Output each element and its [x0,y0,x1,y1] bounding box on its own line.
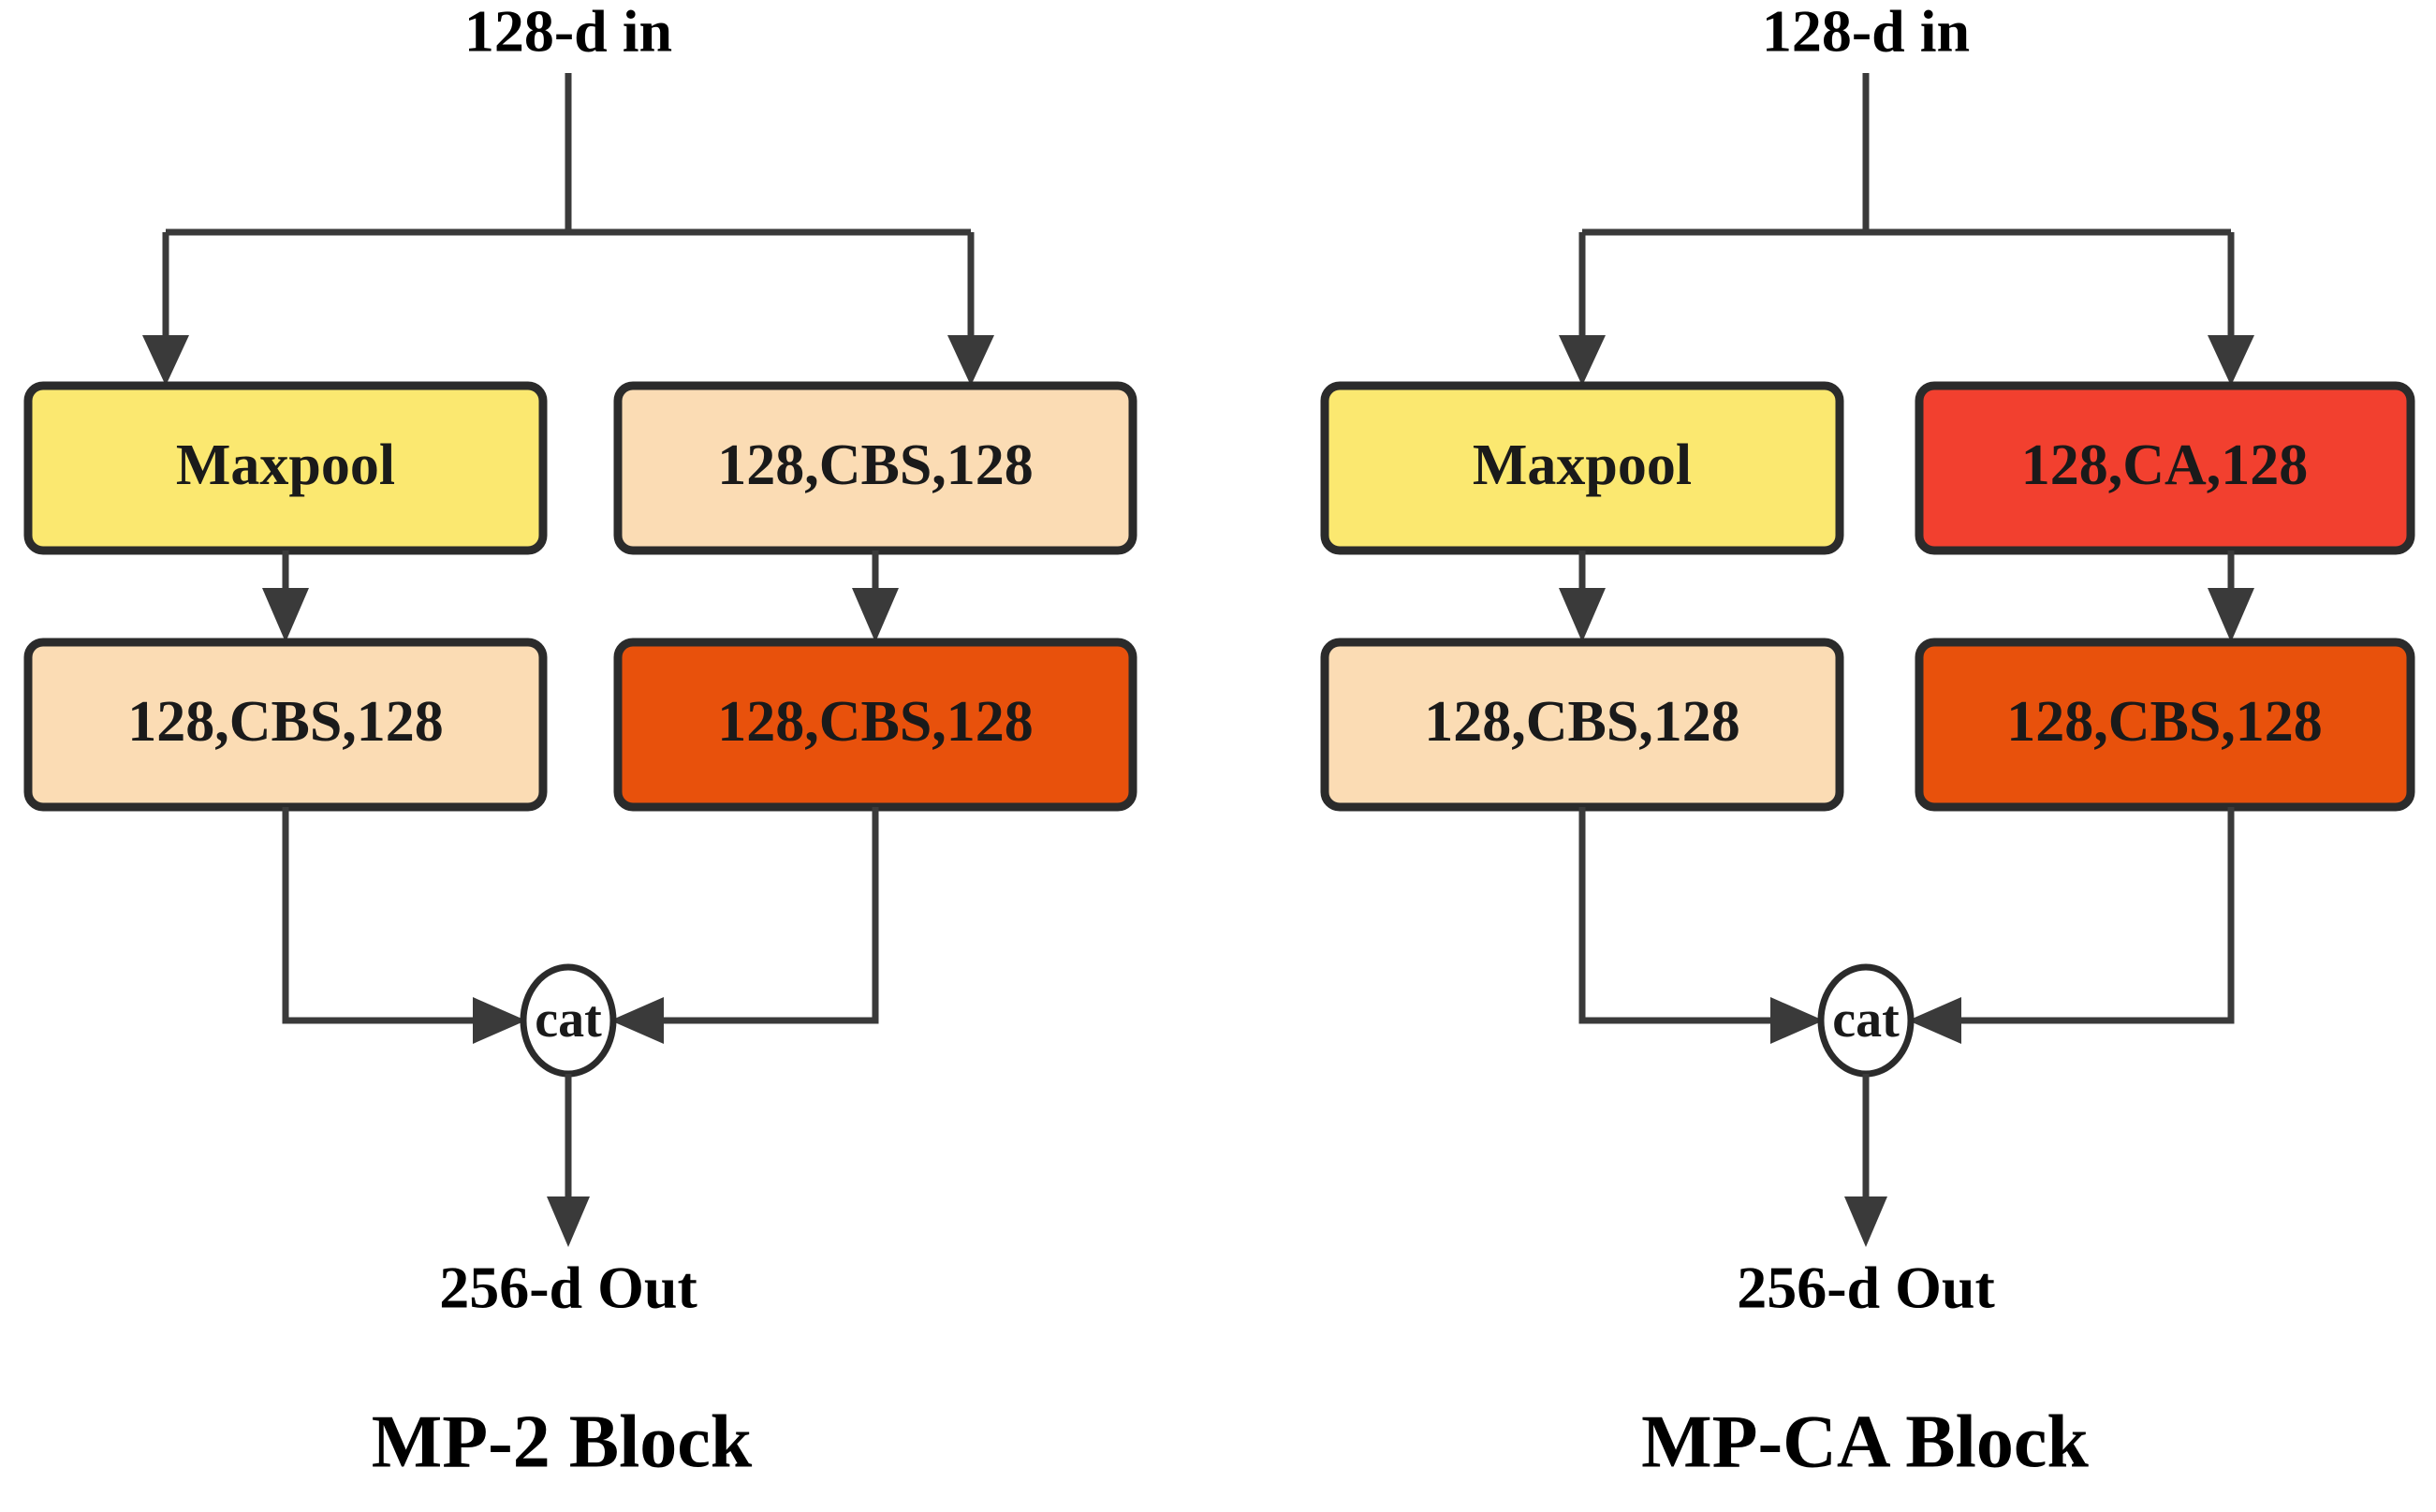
mpca-left-merge-wire [1578,807,1785,1024]
mpca-right-merge-arrowhead [1908,997,1961,1044]
mpca-cat-label: cat [1832,991,1900,1049]
mp2-right-drop-arrowhead [947,335,994,386]
mpca-output-arrowhead [1844,1196,1887,1247]
mp2-left-top-label: Maxpool [176,433,395,497]
mp2-right-merge-wire [649,807,879,1024]
mpca-right-top-label: 128,CA,128 [2021,433,2309,497]
mp2-left-drop-arrowhead [142,335,189,386]
mpca-input-label: 128-d in [1762,0,1970,65]
mpca-right-bottom-label: 128,CBS,128 [2006,690,2323,754]
mp2-right-mid-arrowhead [852,588,899,642]
mpca-left-bottom-label: 128,CBS,128 [1424,690,1740,754]
mp2-cat-label: cat [535,991,602,1049]
mpca-block-group: 128-d in Maxpool 128,CA,128 128,CBS,128 … [1320,0,2415,1483]
mp2-right-top-label: 128,CBS,128 [717,433,1034,497]
mp2-output-label: 256-d Out [439,1255,697,1321]
mp2-right-bottom-label: 128,CBS,128 [717,690,1034,754]
mp2-right-merge-arrowhead [610,997,664,1044]
mpca-right-mid-arrowhead [2208,588,2254,642]
mpca-left-mid-arrowhead [1559,588,1606,642]
mp2-input-label: 128-d in [464,0,672,65]
mpca-output-label: 256-d Out [1737,1255,1995,1321]
mp2-left-mid-arrowhead [262,588,309,642]
mpca-left-top-label: Maxpool [1473,433,1692,497]
mpca-left-merge-arrowhead [1770,997,1824,1044]
mp2-left-bottom-label: 128,CBS,128 [127,690,444,754]
mp2-output-arrowhead [547,1196,590,1247]
mpca-right-merge-wire [1946,807,2235,1024]
mpca-right-top-box[interactable] [1915,381,2415,555]
mp2-left-merge-arrowhead [473,997,526,1044]
mpca-right-bottom-box[interactable] [1915,638,2415,812]
mpca-left-drop-arrowhead [1559,335,1606,386]
mpca-right-drop-arrowhead [2208,335,2254,386]
mp2-left-merge-wire [282,807,488,1024]
mpca-caption: MP-CA Block [1641,1401,2089,1483]
mp2-block-group: 128-d in Maxpool 128,CBS,128 128,CBS,128… [23,0,1137,1483]
mp2-caption: MP-2 Block [372,1401,753,1483]
